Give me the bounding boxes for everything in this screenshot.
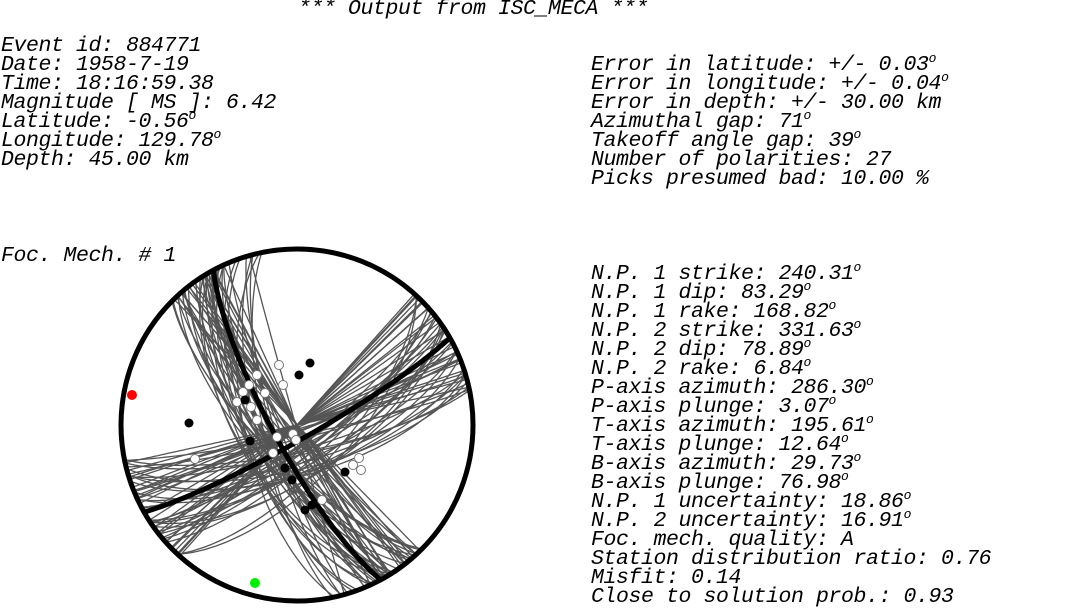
- alternative-plane-line: [129, 368, 465, 492]
- event-info: Event id: 884771 Date: 1958-7-19 Time: 1…: [1, 34, 277, 172]
- misfit: Misfit: 0.14: [591, 566, 742, 590]
- focal-mechanism-label: Foc. Mech. # 1: [1, 244, 177, 268]
- number-of-polarities: Number of polarities: 27: [591, 148, 892, 172]
- p-axis-plunge: P-axis plunge: 3.07o: [591, 392, 836, 419]
- alternative-plane-line: [205, 273, 387, 578]
- event-magnitude: Magnitude [ MS ]: 6.42: [1, 91, 277, 115]
- alternative-plane-line: [198, 275, 391, 575]
- nodal-plane-1: [143, 335, 452, 515]
- alternative-plane-line: [177, 295, 418, 555]
- focal-mechanism-beachball: [118, 246, 476, 604]
- np1-rake: N.P. 1 rake: 168.82o: [591, 297, 836, 324]
- compression-point: [287, 475, 297, 485]
- dilatation-point: [238, 387, 248, 397]
- focal-sphere-outline: [118, 246, 476, 604]
- compression-point: [294, 370, 304, 380]
- takeoff-angle-gap: Takeoff angle gap: 39o: [591, 126, 861, 153]
- b-axis-azimuth: B-axis azimuth: 29.73o: [591, 449, 861, 476]
- compression-point: [340, 467, 350, 477]
- np2-dip: N.P. 2 dip: 78.89o: [591, 335, 811, 362]
- solution-info: N.P. 1 strike: 240.31o N.P. 1 dip: 83.29…: [591, 259, 992, 609]
- error-depth: Error in depth: +/- 30.00 km: [591, 91, 942, 115]
- compression-point: [245, 436, 255, 446]
- alternative-plane-line: [127, 374, 467, 491]
- alternative-plane-line: [177, 295, 417, 556]
- dilatation-point: [232, 397, 242, 407]
- dilatation-point: [317, 495, 327, 505]
- dilatation-point: [252, 415, 262, 425]
- dilatation-point: [272, 432, 282, 442]
- solution-probability: Close to solution prob.: 0.93: [591, 585, 954, 609]
- alternative-plane-line: [153, 321, 441, 529]
- report-title: *** Output from ISC_MECA ***: [298, 0, 649, 21]
- alternative-plane-line: [124, 388, 470, 462]
- alternative-plane-line: [150, 326, 444, 524]
- alternative-nodal-planes: [124, 252, 470, 598]
- dilatation-point: [348, 460, 358, 470]
- focal-mechanism-quality: Foc. mech. quality: A: [591, 528, 854, 552]
- dilatation-point: [268, 448, 278, 458]
- error-longitude: Error in longitude: +/- 0.04o: [591, 69, 949, 96]
- compression-point: [240, 395, 250, 405]
- alternative-plane-line: [181, 291, 412, 560]
- t-axis-azimuth: T-axis azimuth: 195.61o: [591, 411, 874, 438]
- np1-strike: N.P. 1 strike: 240.31o: [591, 259, 861, 286]
- p-axis-point: [127, 390, 137, 400]
- np2-uncertainty: N.P. 2 uncertainty: 16.91o: [591, 506, 911, 533]
- alternative-plane-line: [141, 342, 454, 508]
- b-axis-plunge: B-axis plunge: 76.98o: [591, 468, 849, 495]
- dilatation-point: [260, 388, 270, 398]
- azimuthal-gap: Azimuthal gap: 71o: [591, 107, 811, 134]
- p-axis-azimuth: P-axis azimuth: 286.30o: [591, 373, 874, 400]
- alternative-plane-line: [150, 327, 445, 525]
- dilatation-point: [356, 465, 366, 475]
- np1-uncertainty: N.P. 1 uncertainty: 18.86o: [591, 487, 911, 514]
- compression-point: [307, 500, 317, 510]
- alternative-plane-line: [183, 289, 410, 562]
- dilatation-point: [291, 435, 301, 445]
- dilatation-point: [354, 453, 364, 463]
- picks-presumed-bad: Picks presumed bad: 10.00 %: [591, 167, 929, 191]
- alternative-plane-line: [241, 254, 343, 596]
- event-latitude: Latitude: -0.56o: [1, 107, 196, 134]
- station-distribution-ratio: Station distribution ratio: 0.76: [591, 547, 992, 571]
- dilatation-point: [244, 380, 254, 390]
- event-depth: Depth: 45.00 km: [1, 148, 189, 172]
- np1-dip: N.P. 1 dip: 83.29o: [591, 278, 811, 305]
- event-longitude: Longitude: 129.78o: [1, 126, 221, 153]
- dilatation-point: [190, 454, 200, 464]
- event-time: Time: 18:16:59.38: [1, 72, 214, 96]
- t-axis-point: [250, 578, 260, 588]
- dilatation-point: [274, 360, 284, 370]
- alternative-plane-line: [137, 350, 458, 504]
- compression-point: [305, 358, 315, 368]
- polarity-points: [127, 358, 366, 588]
- compression-point: [184, 418, 194, 428]
- dilatation-point: [252, 370, 262, 380]
- event-id: Event id: 884771: [1, 34, 202, 58]
- error-info: Error in latitude: +/- 0.03o Error in lo…: [591, 50, 949, 191]
- np2-rake: N.P. 2 rake: 6.84o: [591, 354, 811, 381]
- dilatation-point: [278, 380, 288, 390]
- compression-point: [300, 505, 310, 515]
- compression-point: [280, 463, 290, 473]
- np2-strike: N.P. 2 strike: 331.63o: [591, 316, 861, 343]
- event-date: Date: 1958-7-19: [1, 53, 189, 77]
- t-axis-plunge: T-axis plunge: 12.64o: [591, 430, 849, 457]
- dilatation-point: [246, 402, 256, 412]
- alternative-plane-line: [149, 327, 445, 523]
- error-latitude: Error in latitude: +/- 0.03o: [591, 50, 936, 77]
